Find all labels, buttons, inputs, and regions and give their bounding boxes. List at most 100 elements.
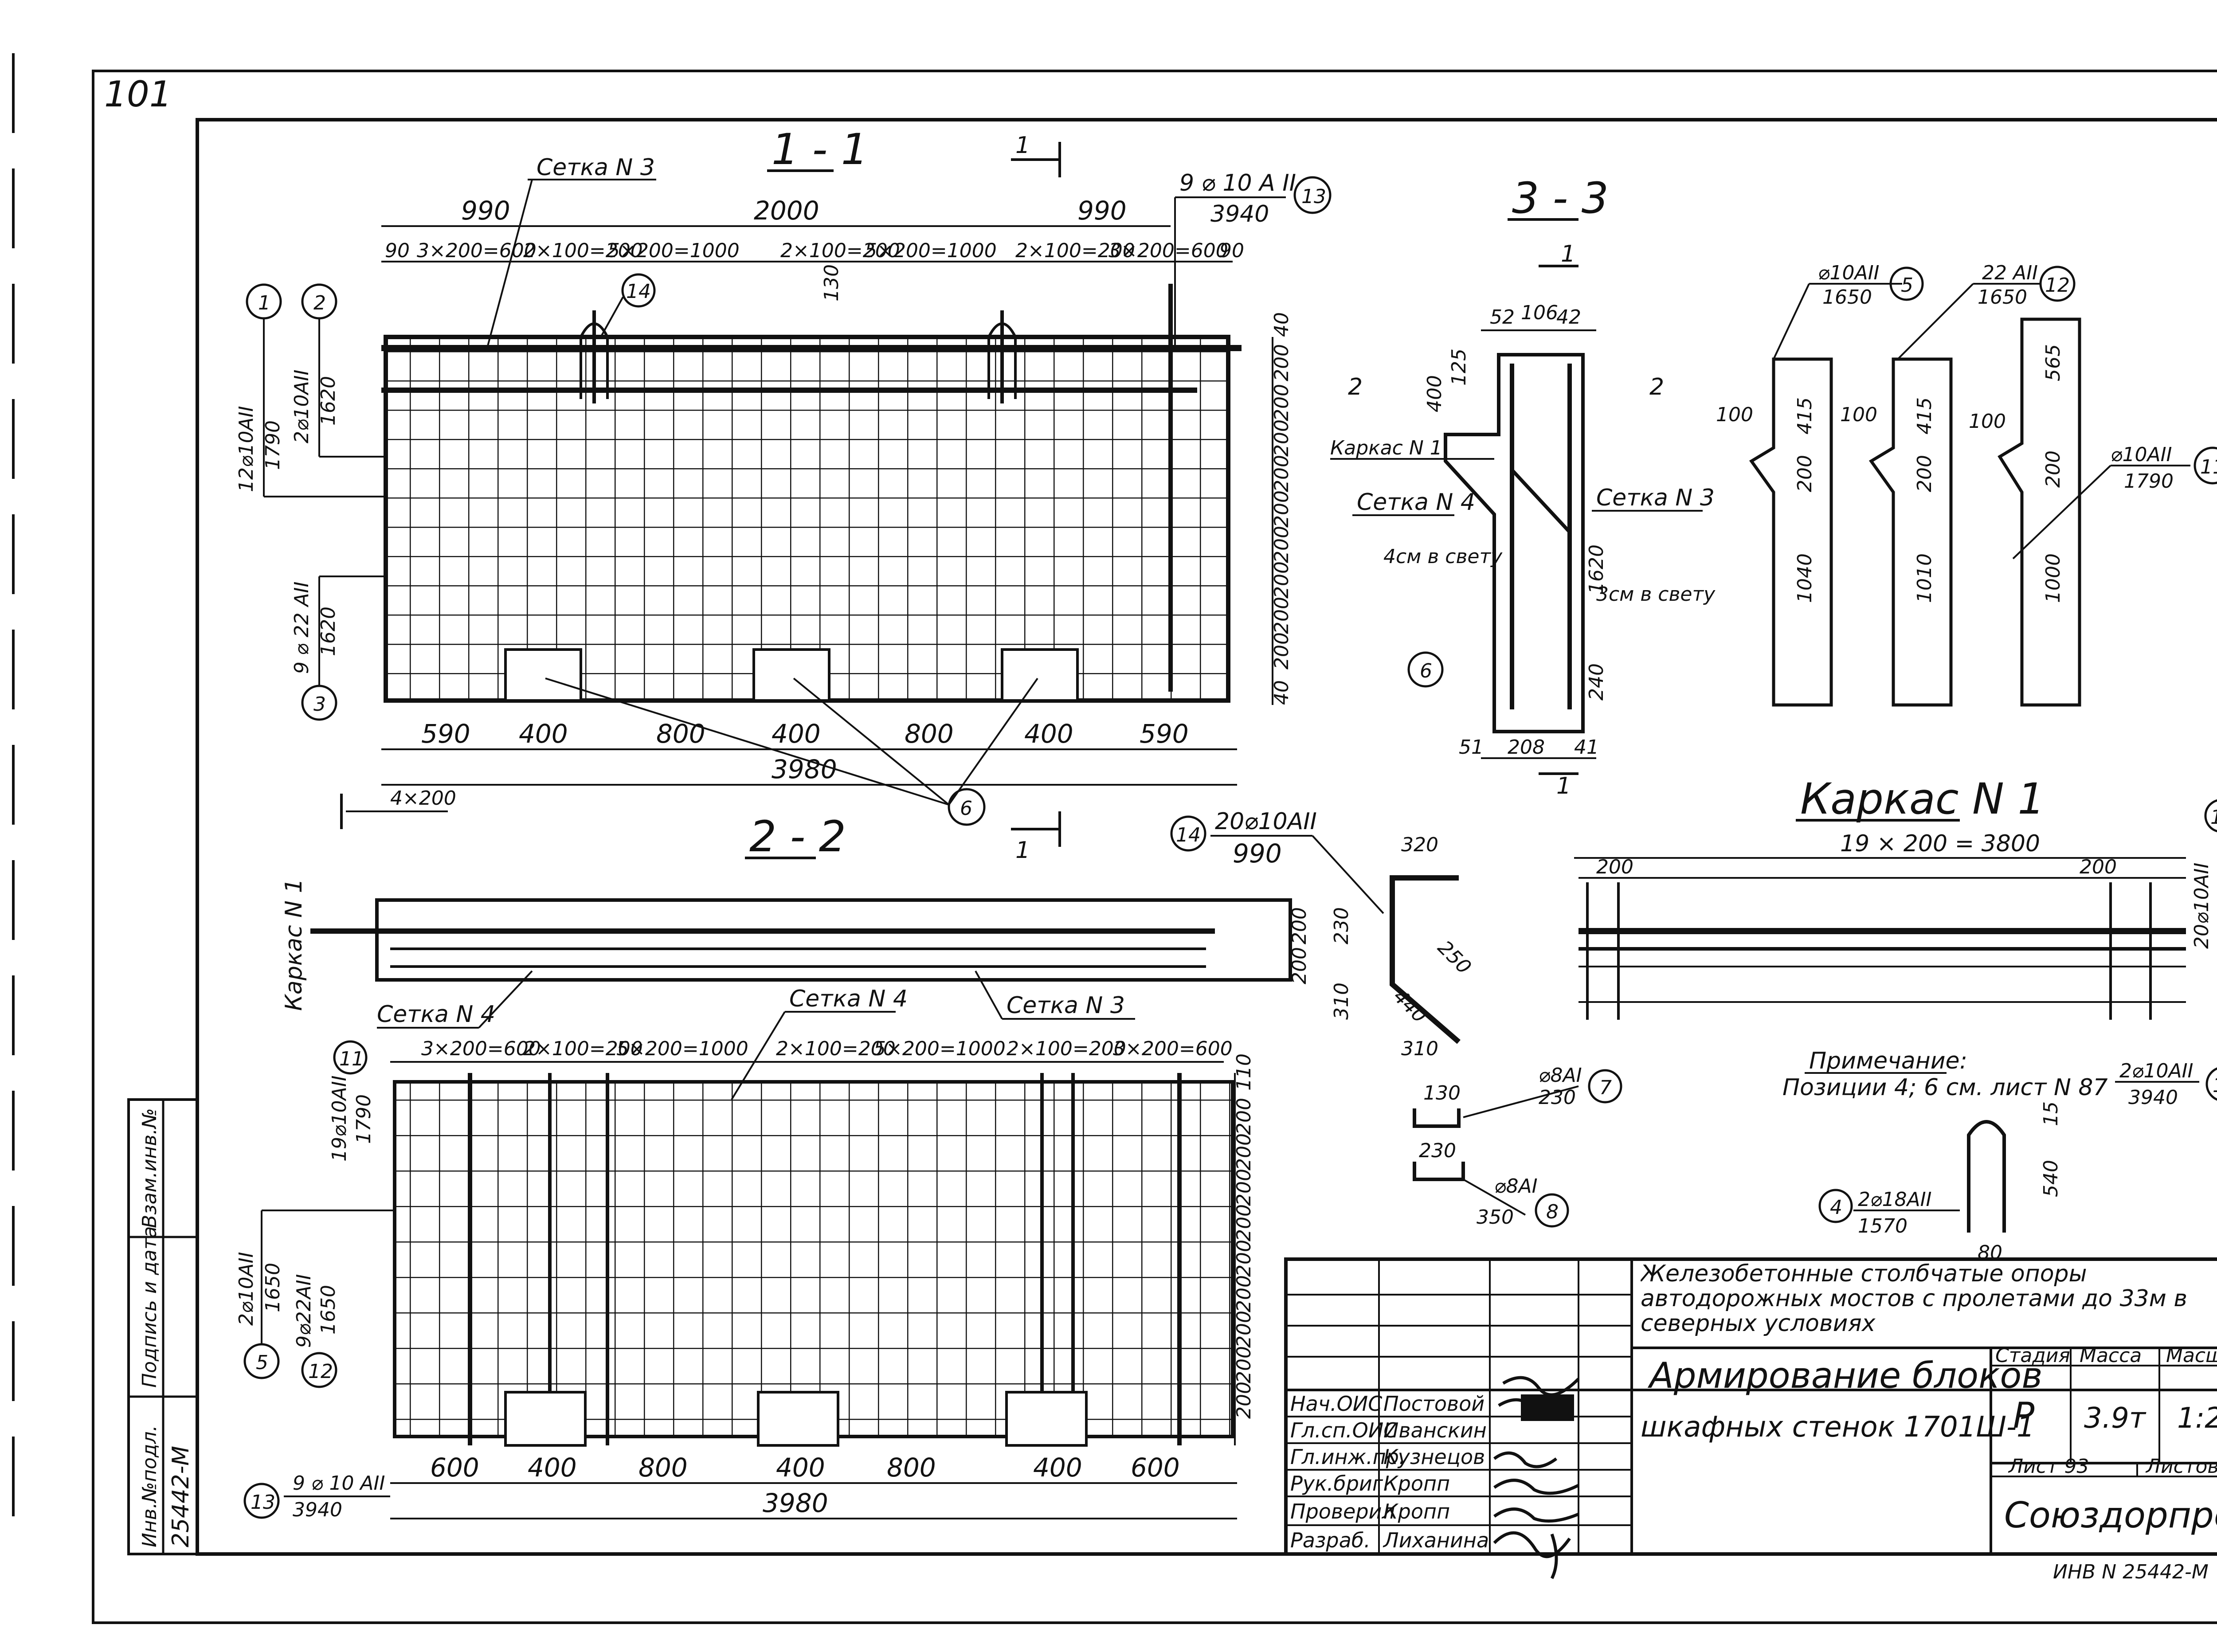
section-3-3: 3 - 3 1 1 2 2 52 106 42 400 125 Каркас N… xyxy=(1330,173,1716,799)
section-1-1: 1 - 1 Сетка N 3 990 2000 990 90 3×200=60… xyxy=(235,125,1332,864)
lower-embed-right xyxy=(1005,1391,1088,1447)
bar-4-length: 1570 xyxy=(1858,1215,1908,1237)
section-1-right-dim-9: 200 xyxy=(1270,632,1293,669)
section-1-top-dim-c: 990 xyxy=(1077,196,1127,226)
signatures xyxy=(1493,1376,1580,1579)
section-1-sub-dim-2: 2×100=200 xyxy=(523,239,643,262)
section-lower: Сетка N 4 3×200=600 2×100=200 5×200=1000… xyxy=(235,986,1255,1521)
lower-marker-12: 12 xyxy=(308,1360,333,1383)
lower-sub-dim-6: 3×200=600 xyxy=(1113,1037,1233,1060)
section-1-marker-2: 2 xyxy=(313,292,326,314)
bar-14-dim-0: 320 xyxy=(1401,834,1438,856)
bar-12-dim-3: 1010 xyxy=(1913,553,1936,603)
section-1-marker-14: 14 xyxy=(626,280,651,303)
side-replace-label: Взам.инв.№ xyxy=(138,1108,161,1228)
section-3-bottom-dim-0: 51 xyxy=(1459,736,1484,759)
section-1-dim-130: 130 xyxy=(820,264,843,301)
section-2-body xyxy=(375,898,1292,982)
bar-shape-8: 230 ⌀8АI 350 8 xyxy=(1413,1139,1569,1229)
section-1-right-dim-6: 200 xyxy=(1270,526,1293,563)
section-1-right-dim-4: 200 xyxy=(1270,455,1293,492)
section-1-right-dim-2: 200 xyxy=(1270,384,1293,421)
section-3-top-dim-2: 42 xyxy=(1556,306,1581,329)
lower-mesh-label: Сетка N 4 xyxy=(789,986,908,1012)
bar-4-dim-0: 540 xyxy=(2040,1160,2062,1197)
bar-5-dim-1: 415 xyxy=(1794,397,1816,435)
note-block: Примечание: Позиции 4; 6 см. лист N 87 2… xyxy=(1782,1048,2217,1109)
bar-14-length: 990 xyxy=(1233,838,1282,869)
section-1-mesh xyxy=(384,335,1230,703)
section-2-right-dim-1: 200 xyxy=(1288,947,1311,984)
section-1-embed-right xyxy=(1001,648,1079,702)
section-1-mesh-label: Сетка N 3 xyxy=(537,154,655,181)
bar-shape-5: ⌀10АII 1650 5 100 415 200 1040 xyxy=(1716,262,1924,707)
lower-right-dim-9: 200 xyxy=(1233,1382,1255,1419)
section-1-embed-mid xyxy=(752,648,830,702)
lower-marker-13: 13 xyxy=(251,1491,275,1514)
bar-shape-12: 22 АII 1650 12 100 415 200 1010 xyxy=(1840,262,2076,707)
section-3-bottom-dim-1: 208 xyxy=(1508,736,1545,759)
lower-embed-mid xyxy=(757,1391,839,1447)
staff-name-3: Кропп xyxy=(1383,1472,1450,1495)
frame-1-marker: 14 xyxy=(2210,806,2217,829)
bar-shape-11: ⌀10АII 1790 11 100 565 200 1000 xyxy=(1969,317,2217,707)
note-text: Позиции 4; 6 см. лист N 87 xyxy=(1782,1074,2108,1101)
bar-11-dim-1: 565 xyxy=(2042,344,2064,381)
bar-7-marker: 7 xyxy=(1599,1077,1612,1099)
section-3-cut-bottom: 1 xyxy=(1556,773,1571,799)
section-2-right-dim-0: 200 xyxy=(1288,907,1311,944)
lower-callout-13-spec: 9 ⌀ 10 АII xyxy=(293,1472,385,1495)
stage-value: Р xyxy=(2013,1395,2035,1436)
bar-7-dim: 130 xyxy=(1423,1082,1461,1104)
bar-4-marker: 4 xyxy=(1830,1196,1842,1219)
section-1-sub-dim-7: 3×200=600 xyxy=(1108,239,1228,262)
bar-14-dim-2: 250 xyxy=(1433,936,1475,979)
section-1-sub-dim-3: 5×200=1000 xyxy=(607,239,740,262)
lower-bottom-dim-1: 400 xyxy=(528,1452,577,1483)
lower-right-dim-3: 200 xyxy=(1233,1169,1255,1206)
lower-callout-11-spec: 19⌀10АII xyxy=(328,1075,351,1162)
bar-5-marker: 5 xyxy=(1901,274,1913,297)
section-1-embed-left xyxy=(504,648,582,702)
bar-12-length: 1650 xyxy=(1978,286,2027,309)
bar-14-dim-5: 310 xyxy=(1401,1037,1438,1060)
bar-11-dim-0: 100 xyxy=(1969,410,2006,433)
bar-14-dim-3: 440 xyxy=(1389,985,1431,1027)
section-1-right-dim-3: 200 xyxy=(1270,419,1293,457)
sheet-number-left: 101 xyxy=(104,74,172,115)
frame-1-end-dim-0: 200 xyxy=(1596,856,1633,878)
lower-sub-dim-2: 5×200=1000 xyxy=(616,1037,748,1060)
bar-14-dim-4: 310 xyxy=(1330,983,1353,1020)
lower-callout-11-len: 1790 xyxy=(353,1094,375,1144)
stage-label: Стадия xyxy=(1995,1344,2070,1367)
section-3-cover-4: 4см в свету xyxy=(1383,545,1503,568)
staff-name-0: Постовой xyxy=(1383,1392,1485,1416)
section-1-bottom-dim-0: 590 xyxy=(421,719,470,749)
lower-bottom-dim-4: 800 xyxy=(887,1452,936,1483)
section-1-sub-dim-6: 2×100=200 xyxy=(1015,239,1135,262)
bar-5-dim-3: 1040 xyxy=(1794,553,1816,603)
section-3-cover-3: 3см в свету xyxy=(1596,583,1716,606)
side-sign-date-label: Подпись и дата xyxy=(138,1226,161,1388)
section-1-right-dim-8: 200 xyxy=(1270,597,1293,634)
lower-right-dim-0: 110 xyxy=(1233,1053,1255,1091)
bar-shape-7: 130 ⌀8АI 230 7 xyxy=(1413,1064,1622,1128)
section-1-sub-dim-5: 5×200=1000 xyxy=(865,239,997,262)
bar-5-length: 1650 xyxy=(1822,286,1872,309)
lower-right-dim-6: 200 xyxy=(1233,1275,1255,1312)
bar-8-length: 350 xyxy=(1477,1206,1514,1229)
section-1-callout-2-len: 1620 xyxy=(317,376,340,426)
lower-callout-5-len: 1650 xyxy=(262,1263,284,1312)
staff-role-3: Рук.бриг. xyxy=(1290,1472,1390,1495)
bar-14-spec: 20⌀10АII xyxy=(1215,808,1317,835)
section-1-right-dim-10: 40 xyxy=(1270,680,1293,705)
staff-name-4: Кропп xyxy=(1383,1499,1450,1523)
section-3-cut-left: 2 xyxy=(1348,374,1363,400)
bar-14-marker: 14 xyxy=(1176,824,1201,846)
frame-1-callout-len: 990 xyxy=(2215,876,2217,913)
staff-role-5: Разраб. xyxy=(1290,1528,1371,1552)
lower-bottom-dim-2: 800 xyxy=(638,1452,688,1483)
section-1-callout-3-spec: 9 ⌀ 22 АII xyxy=(290,582,313,674)
lower-callout-13-len: 3940 xyxy=(293,1499,342,1521)
section-3-top-dim-1: 106 xyxy=(1521,301,1558,324)
